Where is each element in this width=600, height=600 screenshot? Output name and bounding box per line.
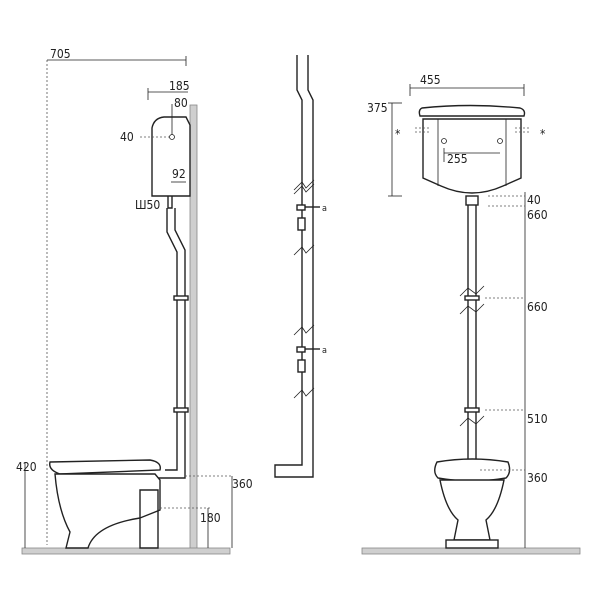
dim-360: 360 — [527, 471, 548, 485]
bowl-side — [54, 473, 161, 549]
dim-92: 92 — [172, 167, 186, 181]
dim-80: 80 — [174, 96, 188, 110]
seat-side — [49, 459, 161, 475]
seat-front — [434, 458, 511, 482]
floor — [361, 547, 581, 555]
dim-375: 375 — [367, 101, 388, 115]
pipe-clip — [296, 346, 306, 353]
dim-pipe-diameter: Ш50 — [135, 198, 160, 212]
note-mark-right: * — [540, 127, 546, 141]
dim-360: 360 — [232, 477, 253, 491]
note-mark-left: * — [395, 127, 401, 141]
dim-180: 180 — [200, 511, 221, 525]
cistern-lid — [418, 104, 526, 117]
dim-255: 255 — [447, 152, 468, 166]
dim-40: 40 — [527, 193, 541, 207]
bowl-front — [439, 479, 505, 541]
dim-420: 420 — [16, 460, 37, 474]
cistern-side — [151, 116, 191, 197]
dim-660-lower: 660 — [527, 300, 548, 314]
dim-455: 455 — [420, 73, 441, 87]
front-view: 455 375 * * 255 40 660 660 510 360 — [361, 73, 581, 555]
dim-510: 510 — [527, 412, 548, 426]
floor — [21, 547, 231, 555]
fastener-label: a — [322, 346, 327, 356]
dim-185: 185 — [169, 79, 190, 93]
cistern-front — [422, 118, 522, 194]
fastener-label: a — [322, 204, 327, 214]
dim-40: 40 — [120, 130, 134, 144]
dim-660-upper: 660 — [527, 208, 548, 222]
pipe-view: a a — [274, 55, 327, 478]
side-view: 705 185 80 40 92 Ш50 420 360 180 — [16, 47, 253, 555]
pipe-clip — [296, 204, 306, 211]
dim-705: 705 — [50, 47, 71, 61]
wall — [189, 104, 198, 551]
